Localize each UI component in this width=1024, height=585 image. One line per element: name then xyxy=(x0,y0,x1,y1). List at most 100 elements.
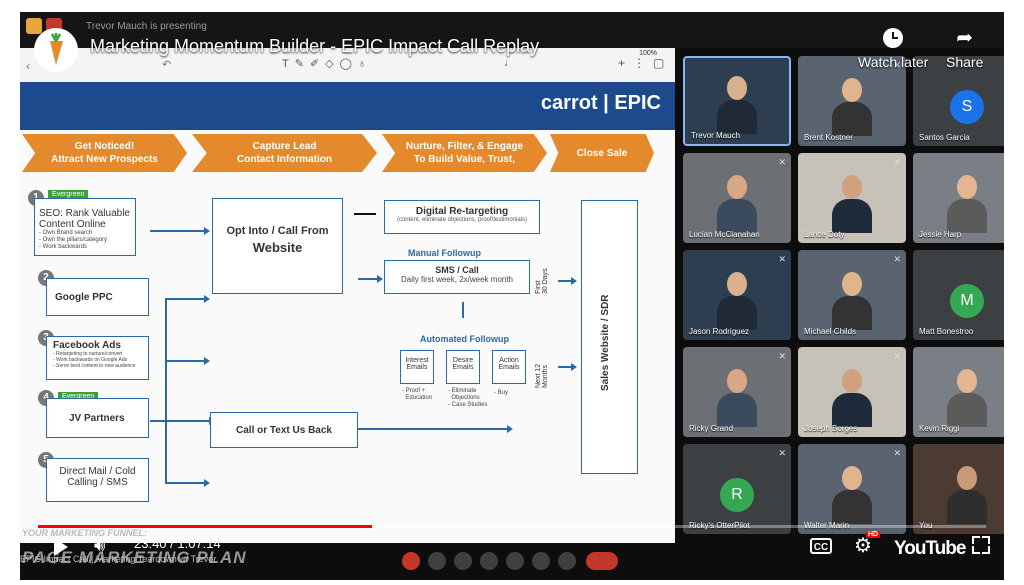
participant-video xyxy=(832,466,872,524)
presenting-label: Trevor Mauch is presenting xyxy=(86,21,207,32)
play-button[interactable] xyxy=(54,538,68,556)
sales-box-label: Sales Website / SDR xyxy=(600,294,611,391)
participant-video xyxy=(947,175,987,233)
automated-followup-label: Automated Followup xyxy=(420,334,509,344)
participant-tile[interactable]: ✕Joseph Borges xyxy=(798,347,906,437)
connector-arrow xyxy=(150,227,210,234)
participant-name: Joseph Borges xyxy=(804,424,858,433)
share-arrow-icon: ➦ xyxy=(956,27,974,49)
share-button[interactable]: ➦ Share xyxy=(946,28,983,70)
first-30-days-label: First 30 Days xyxy=(535,268,549,294)
participant-name: Lance Doty xyxy=(804,230,845,239)
sms-call-box: SMS / Call Daily first week, 2x/week mon… xyxy=(384,260,530,294)
participant-tile[interactable]: ✕ Brent Kostner xyxy=(798,56,906,146)
participant-video xyxy=(717,175,757,233)
mic-icon[interactable]: ♩ xyxy=(504,57,515,69)
participant-tile[interactable]: R✕Ricky's OtterPilot xyxy=(683,444,791,534)
participant-tile[interactable]: ✕Kevin Riggi xyxy=(913,347,1004,437)
opt-in-line-2: Website xyxy=(252,240,303,255)
mic-muted-icon: ✕ xyxy=(893,60,901,70)
youtube-logo[interactable]: YouTube xyxy=(894,538,966,559)
back-icon[interactable]: ‹ xyxy=(26,59,30,73)
participant-video xyxy=(947,369,987,427)
slide-body: Get Noticed! Attract New Prospects Captu… xyxy=(20,130,675,567)
time-display: 23:40 / 1:07:14 xyxy=(134,536,221,551)
present-icon xyxy=(506,552,524,570)
participant-tile[interactable]: M✕Matt Bonestroo xyxy=(913,250,1004,340)
source-box-jv-partners: JV Partners xyxy=(46,398,149,438)
participant-tile[interactable]: ✕Michael Childs xyxy=(798,250,906,340)
sales-box: Sales Website / SDR xyxy=(581,200,638,474)
gear-icon: ⚙ xyxy=(854,535,872,557)
opt-in-line-1: Opt Into / Call From xyxy=(226,225,329,237)
participant-video xyxy=(717,272,757,330)
participant-tile[interactable]: Trevor Mauch xyxy=(683,56,791,146)
battery-status: 100% xyxy=(639,50,657,57)
meet-top-strip: Trevor Mauch is presenting xyxy=(20,12,1004,48)
participant-video xyxy=(832,369,872,427)
participant-tile[interactable]: ✕Jason Rodriguez xyxy=(683,250,791,340)
source-box-seo: SEO: Rank Valuable Content Online - Own … xyxy=(34,198,136,256)
funnel-label: YOUR MARKETING FUNNEL: xyxy=(22,528,147,538)
stage-chevron-1: Get Noticed! Attract New Prospects xyxy=(22,134,187,172)
participant-video xyxy=(717,369,757,427)
mic-muted-icon: ✕ xyxy=(893,157,901,167)
participant-name: Jason Rodriguez xyxy=(689,327,750,336)
connector-arrow xyxy=(165,357,210,364)
participant-initial: R xyxy=(720,478,754,512)
participant-name: Trevor Mauch xyxy=(691,131,741,140)
progress-bar[interactable] xyxy=(38,525,986,528)
source-box-google-ppc: Google PPC xyxy=(46,278,149,316)
watch-later-label: Watch later xyxy=(858,54,929,70)
participant-name: Santos Garcia xyxy=(919,133,970,142)
cc-label: CC xyxy=(813,542,829,553)
participant-initial: S xyxy=(950,90,984,124)
participant-name: You xyxy=(919,521,933,530)
source-title: SEO: Rank Valuable Content Online xyxy=(39,208,130,230)
participant-video xyxy=(832,272,872,330)
watch-later-button[interactable]: Watch later xyxy=(858,28,928,70)
fullscreen-button[interactable] xyxy=(972,536,990,554)
source-title: Google PPC xyxy=(55,291,113,303)
participant-tile[interactable]: ✕Walter Marin xyxy=(798,444,906,534)
shared-screen: ‹ ⇪ ↶ T✎✐◇◯♁ ♩ +⋮▢ 100% carrot | EPIC Ge… xyxy=(20,48,675,567)
settings-button[interactable]: ⚙ HD xyxy=(854,531,881,558)
mic-muted-icon: ✕ xyxy=(778,448,786,458)
video-title[interactable]: Marketing Momentum Builder - EPIC Impact… xyxy=(90,36,540,56)
stage-chevron-2: Capture Lead Contact Information xyxy=(192,134,377,172)
participant-tile[interactable]: ✕Jessie Harp xyxy=(913,153,1004,243)
stage-chevron-4: Close Sale xyxy=(550,134,654,172)
participant-tile[interactable]: ✕ Lance Doty xyxy=(798,153,906,243)
participant-tile[interactable]: ✕Ricky Grand xyxy=(683,347,791,437)
participant-name: Brent Kostner xyxy=(804,133,853,142)
stage-label: Close Sale xyxy=(576,147,628,159)
more-tools-icon[interactable]: +⋮▢ xyxy=(618,56,673,70)
volume-icon[interactable]: 🔊︎ xyxy=(94,535,106,555)
cc-button[interactable]: CC xyxy=(810,538,832,554)
evergreen-tag: Evergreen xyxy=(58,392,99,401)
retargeting-box: Digital Re-targeting (content, eliminate… xyxy=(384,200,540,234)
participant-tile[interactable]: ✕Lucian McClanahan xyxy=(683,153,791,243)
email-note: - Buy xyxy=(494,390,509,396)
sms-title: SMS / Call xyxy=(435,265,479,275)
markup-tools-icon[interactable]: T✎✐◇◯♁ xyxy=(282,58,373,70)
manual-followup-label: Manual Followup xyxy=(408,248,481,258)
mic-muted-icon: ✕ xyxy=(893,448,901,458)
captions-icon xyxy=(454,552,472,570)
video-player[interactable]: Trevor Mauch is presenting Marketing Mom… xyxy=(20,12,1004,580)
source-box-facebook: Facebook Ads - Retargeting to nurture/co… xyxy=(46,336,149,380)
participant-tile[interactable]: S✕Santos Garcia xyxy=(913,56,1004,146)
clock-icon xyxy=(883,28,904,48)
email-note: - Proof + Education xyxy=(402,388,433,401)
mic-muted-icon: ✕ xyxy=(778,157,786,167)
channel-avatar[interactable] xyxy=(34,28,78,72)
carrot-epic-logo: carrot | EPIC xyxy=(540,92,661,114)
connector-arrow xyxy=(358,425,513,432)
undo-icon[interactable]: ↶ xyxy=(162,59,172,71)
participant-name: Jessie Harp xyxy=(919,230,962,239)
email-box: Desire Emails xyxy=(446,350,480,384)
participant-tile[interactable]: ✕You xyxy=(913,444,1004,534)
call-back-label: Call or Text Us Back xyxy=(236,424,332,436)
connector-line xyxy=(165,298,167,482)
participant-name: Michael Childs xyxy=(804,327,857,336)
